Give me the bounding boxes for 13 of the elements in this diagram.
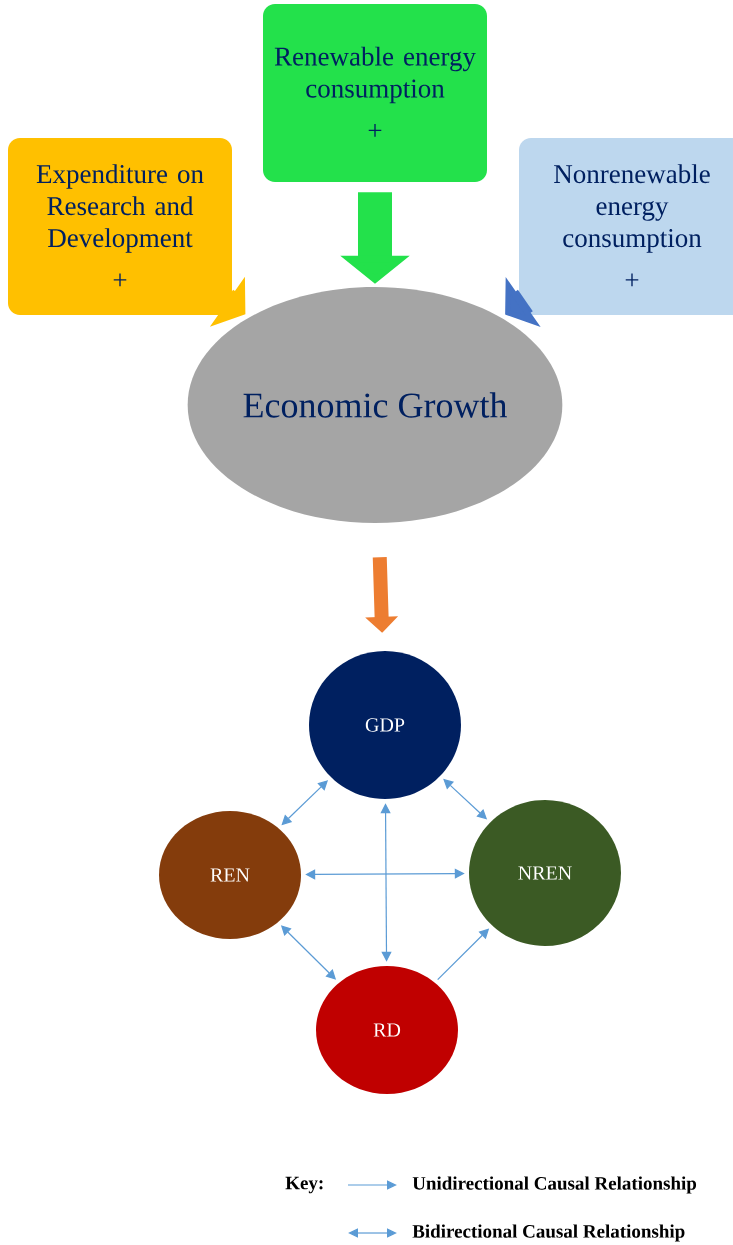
text-box: Nonrenewable energy consumption +	[519, 138, 733, 315]
text-box: Renewable energy consumption +	[263, 4, 487, 182]
circle-node: GDP	[309, 651, 461, 799]
circle-node: NREN	[469, 800, 621, 946]
circle-node: Economic Growth	[187, 287, 563, 523]
arrow	[380, 803, 392, 962]
legend-text: Bidirectional Causal Relationship	[412, 1224, 685, 1242]
circle-node: REN	[159, 811, 301, 939]
key-label: Key:	[285, 1176, 323, 1194]
legend-text: Unidirectional Causal Relationship	[412, 1176, 697, 1194]
text-box: Expenditure on Research and Development +	[8, 138, 232, 315]
arrow	[305, 868, 465, 880]
circle-node: RD	[316, 966, 458, 1094]
